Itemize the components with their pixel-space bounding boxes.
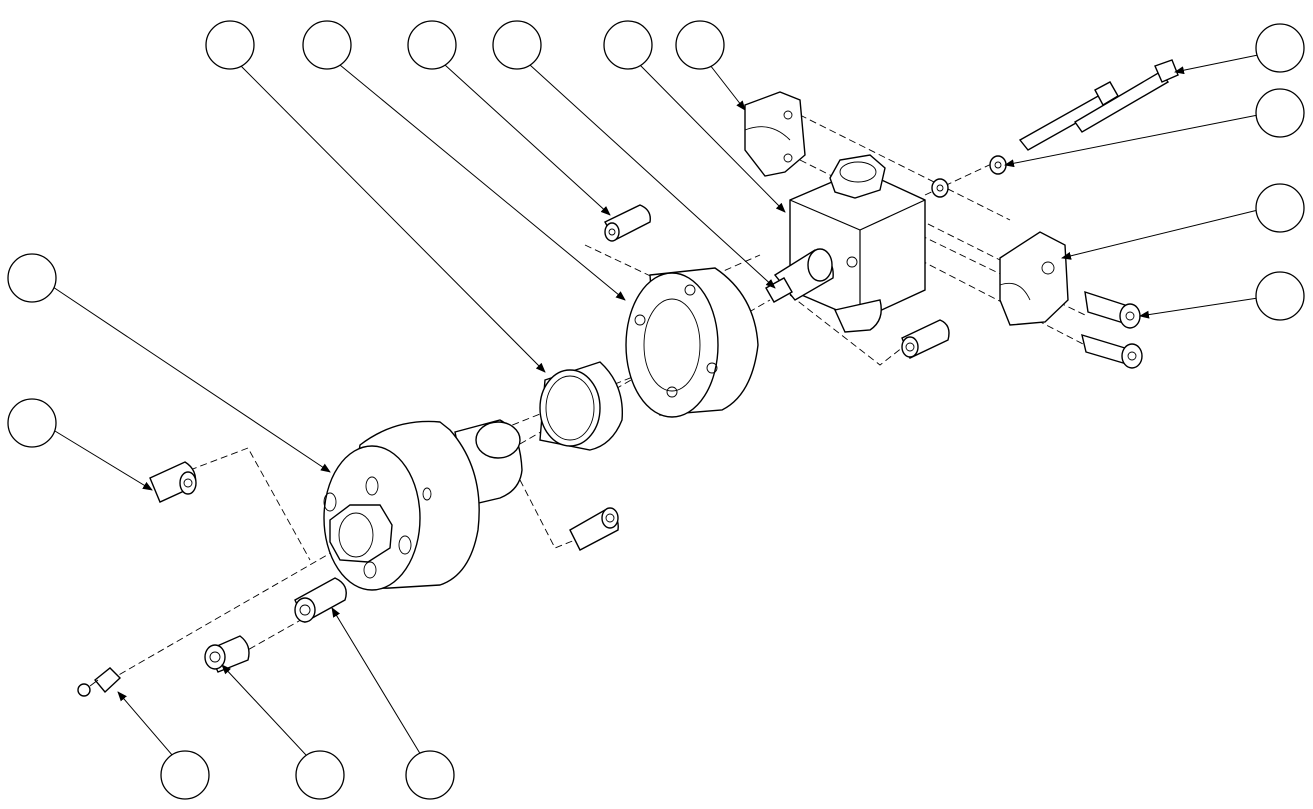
pin-top <box>604 204 651 242</box>
balloon-b11 <box>7 253 57 303</box>
balloon-b2 <box>302 20 352 70</box>
balloon-b8 <box>1255 88 1305 138</box>
item-balloons <box>7 20 1305 800</box>
bushing-sleeve <box>539 361 624 451</box>
flange-ring <box>625 267 759 418</box>
balloon-b9 <box>1255 183 1305 233</box>
balloon-b12 <box>7 398 57 448</box>
leader-lines <box>49 54 1259 771</box>
pin-left <box>149 461 197 503</box>
balloon-b4 <box>492 20 542 70</box>
pin-lower-short <box>204 635 250 673</box>
valve-block <box>765 154 926 333</box>
cap-screw-short-1 <box>1084 290 1141 329</box>
cap-screw-long-2 <box>1073 59 1179 133</box>
washers <box>931 155 1007 198</box>
balloon-b3 <box>407 20 457 70</box>
grease-fitting <box>77 667 122 697</box>
clamp-lower <box>999 231 1069 326</box>
pin-right <box>901 319 950 359</box>
cap-screw-long-1 <box>1018 81 1119 151</box>
balloon-b10 <box>1255 271 1305 321</box>
balloon-b5 <box>603 20 653 70</box>
balloon-b13 <box>160 750 210 800</box>
main-housing <box>323 419 523 591</box>
balloon-b1 <box>205 20 255 70</box>
clamp-upper <box>744 91 806 177</box>
cap-screw-short-2 <box>1081 333 1143 369</box>
pin-center <box>569 507 619 551</box>
balloon-b15 <box>405 750 455 800</box>
balloon-b6 <box>675 20 725 70</box>
balloon-b14 <box>295 750 345 800</box>
balloon-b7 <box>1255 23 1305 73</box>
pin-lower-long <box>294 577 347 623</box>
